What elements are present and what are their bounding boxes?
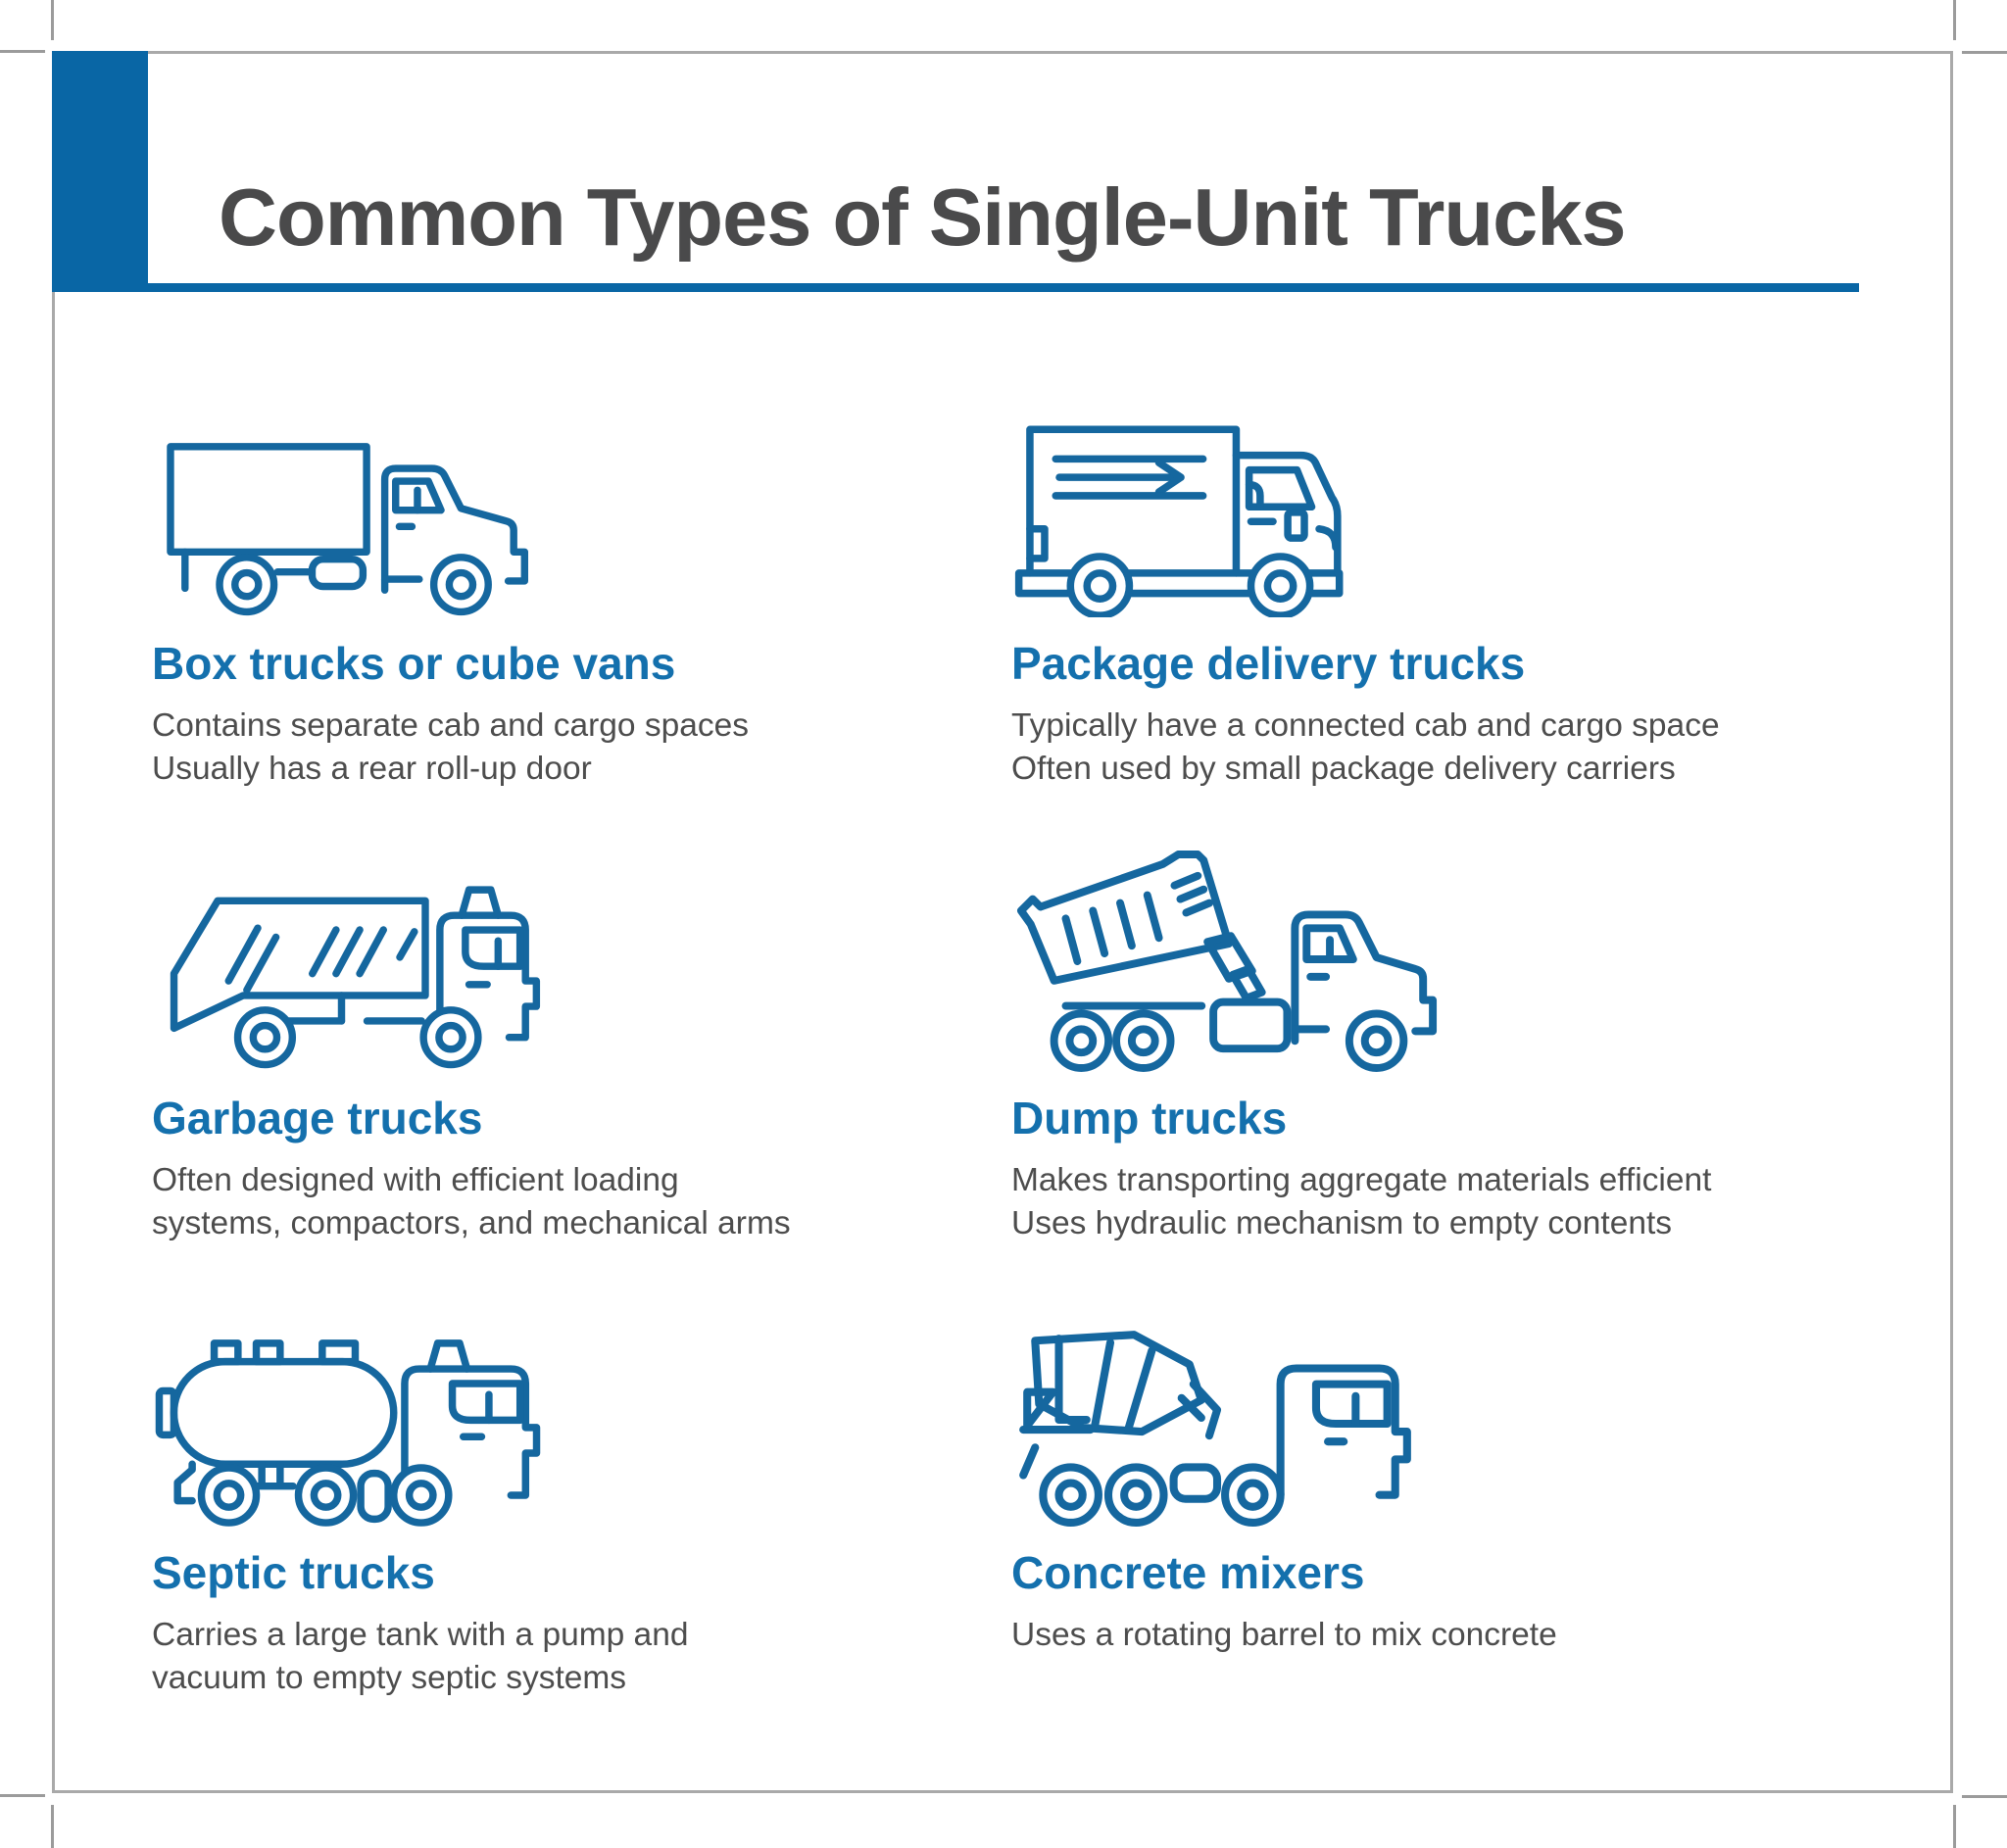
- section-line: Often used by small package delivery car…: [1011, 751, 1676, 788]
- section-concrete-mixers: Concrete mixers Uses a rotating barrel t…: [1011, 1299, 1896, 1754]
- section-box-trucks: Box trucks or cube vans Contains separat…: [152, 390, 1011, 845]
- section-line: Makes transporting aggregate materials e…: [1011, 1161, 1712, 1198]
- section-title: Septic trucks: [152, 1547, 435, 1598]
- section-line: Typically have a connected cab and cargo…: [1011, 706, 1720, 744]
- content-frame: [52, 51, 1953, 1793]
- truck-grid: Box trucks or cube vans Contains separat…: [152, 390, 1906, 1754]
- section-septic-trucks: Septic trucks Carries a large tank with …: [152, 1299, 1011, 1754]
- crop-mark-bottom-right-horizontal: [1962, 1795, 2007, 1798]
- section-dump-trucks: Dump trucks Makes transporting aggregate…: [1011, 845, 1896, 1299]
- title-rule: [148, 283, 1859, 292]
- garbage-truck-icon: [170, 886, 541, 1069]
- crop-mark-bottom-left-horizontal: [0, 1794, 45, 1797]
- section-line: Uses hydraulic mechanism to empty conten…: [1011, 1205, 1673, 1242]
- section-line: Usually has a rear roll-up door: [152, 751, 592, 788]
- section-title: Garbage trucks: [152, 1093, 483, 1143]
- crop-mark-top-left-horizontal: [0, 50, 45, 53]
- box-truck-icon: [167, 443, 528, 616]
- page-title: Common Types of Single-Unit Trucks: [219, 170, 1627, 263]
- section-line: Uses a rotating barrel to mix concrete: [1011, 1616, 1557, 1653]
- section-title: Concrete mixers: [1011, 1547, 1365, 1598]
- section-package-delivery-trucks: Package delivery trucks Typically have a…: [1011, 390, 1896, 845]
- crop-mark-bottom-left-vertical: [51, 1805, 54, 1848]
- section-title: Dump trucks: [1011, 1093, 1288, 1143]
- dump-truck-icon: [1016, 851, 1438, 1072]
- package-delivery-truck-icon: [1014, 425, 1344, 617]
- crop-mark-top-left-vertical: [51, 0, 54, 40]
- section-line: Contains separate cab and cargo spaces: [152, 706, 749, 744]
- section-line: vacuum to empty septic systems: [152, 1660, 627, 1697]
- section-line: Carries a large tank with a pump and: [152, 1616, 689, 1653]
- crop-mark-top-right-horizontal: [1962, 51, 2007, 54]
- section-line: Often designed with efficient loading: [152, 1161, 679, 1198]
- septic-truck-icon: [155, 1339, 541, 1527]
- section-garbage-trucks: Garbage trucks Often designed with effic…: [152, 845, 1011, 1299]
- section-line: systems, compactors, and mechanical arms: [152, 1205, 791, 1242]
- crop-mark-bottom-right-vertical: [1953, 1805, 1956, 1848]
- section-title: Box trucks or cube vans: [152, 638, 676, 689]
- crop-mark-top-right-vertical: [1953, 0, 1956, 40]
- accent-block: [52, 51, 148, 292]
- concrete-mixer-icon: [1019, 1331, 1411, 1527]
- section-title: Package delivery trucks: [1011, 638, 1526, 689]
